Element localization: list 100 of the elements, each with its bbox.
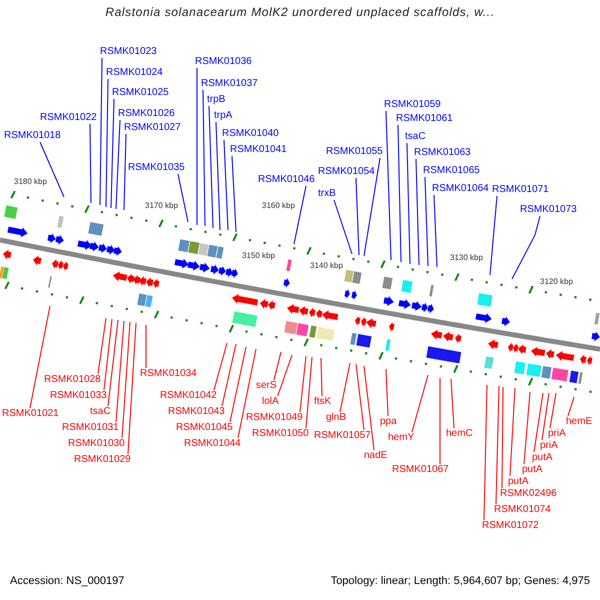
- leader-line: [230, 346, 246, 422]
- gene-label: RSMK01021: [2, 408, 59, 420]
- gene-label: RSMK01043: [168, 406, 225, 418]
- gene-label: RSMK01035: [128, 162, 185, 174]
- gene-label: RSMK01050: [252, 428, 309, 440]
- leader-line: [334, 200, 352, 254]
- tick-label: 3150 kbp: [242, 251, 275, 261]
- leader-line: [398, 124, 402, 262]
- gene-label: RSMK01031: [62, 422, 119, 434]
- gene-label: RSMK01022: [40, 112, 97, 124]
- leader-line: [300, 356, 306, 412]
- gene-label: priA: [548, 428, 566, 440]
- leader-line: [208, 106, 214, 228]
- leader-line: [484, 384, 488, 520]
- leader-line: [320, 358, 322, 396]
- leader-line: [116, 320, 124, 422]
- leader-line: [274, 352, 282, 380]
- leader-line: [232, 156, 236, 232]
- gene-label: RSMK01027: [124, 122, 181, 134]
- gene-label: tsaC: [405, 131, 426, 143]
- tick-label: 3120 kbp: [540, 277, 573, 287]
- leader-line: [294, 186, 306, 244]
- leader-line: [196, 68, 198, 226]
- gene-label: RSMK01041: [230, 144, 287, 156]
- gene-label: RSMK01061: [396, 113, 453, 125]
- leader-line: [412, 374, 428, 432]
- gene-label: RSMK01065: [423, 165, 480, 177]
- leader-line: [550, 392, 556, 428]
- gene-label: RSMK01023: [100, 46, 157, 58]
- gene-label: RSMK01034: [140, 368, 197, 380]
- gene-label: hemC: [446, 428, 473, 440]
- gene-label: RSMK01072: [482, 520, 539, 532]
- leader-line: [434, 194, 438, 268]
- leader-line: [40, 142, 64, 198]
- leader-line: [416, 158, 420, 266]
- gene-label: nadE: [364, 450, 388, 462]
- gene-label: RSMK01049: [246, 412, 303, 424]
- gene-label: RSMK01025: [112, 87, 169, 99]
- gene-label: RSMK01046: [258, 174, 315, 186]
- leader-line: [568, 396, 574, 416]
- gene-label: trpB: [207, 94, 226, 106]
- leader-line: [406, 142, 410, 264]
- gene-label: serS: [256, 380, 277, 392]
- gene-label: RSMK01030: [68, 438, 125, 450]
- leader-line: [496, 386, 500, 504]
- leader-line: [510, 388, 516, 476]
- leader-line: [356, 178, 360, 256]
- leader-line: [238, 348, 256, 438]
- leader-line: [524, 392, 530, 464]
- gene-label: trpA: [214, 110, 232, 122]
- leader-line: [30, 306, 50, 408]
- gene-label: ftsK: [314, 396, 332, 408]
- leader-line: [106, 78, 108, 208]
- gene-label: hemE: [566, 416, 592, 428]
- footer-text: Topology: linear; Length: 5,964,607 bp; Genes: 4,975: [330, 575, 590, 588]
- leader-line: [116, 120, 120, 210]
- leader-line: [512, 216, 540, 280]
- leader-line: [108, 320, 118, 406]
- gene-label: putA: [522, 464, 543, 476]
- gene-label: RSMK01028: [44, 374, 101, 386]
- leader-line: [534, 392, 544, 452]
- leader-line: [542, 392, 550, 440]
- leader-line: [224, 140, 228, 230]
- gene-label: RSMK01057: [314, 430, 371, 442]
- gene-label: RSMK01044: [184, 438, 241, 450]
- leader-line: [364, 158, 380, 256]
- gene-label: RSMK01067: [392, 464, 449, 476]
- leader-line: [306, 356, 312, 428]
- leader-line: [490, 196, 498, 276]
- gene-label: RSMK01074: [494, 504, 551, 516]
- leader-line: [386, 110, 392, 260]
- gene-label: RSMK01018: [4, 130, 61, 142]
- leader-line: [124, 134, 126, 210]
- leader-line: [277, 354, 292, 396]
- gene-label: RSMK01036: [195, 56, 252, 68]
- tick-label: 3180 kbp: [14, 177, 47, 187]
- gene-label: priA: [540, 440, 558, 452]
- leader-line: [122, 322, 130, 438]
- leader-line: [98, 318, 106, 374]
- gene-label: RSMK01063: [414, 147, 471, 159]
- leader-line: [502, 386, 504, 488]
- gene-label: RSMK01037: [201, 78, 258, 90]
- gene-label: putA: [508, 476, 529, 488]
- tick-label: 3140 kbp: [310, 261, 343, 271]
- leader-line: [450, 378, 454, 428]
- gene-label: glnB: [326, 412, 346, 424]
- gene-label: trxB: [318, 188, 336, 200]
- leader-line: [386, 368, 388, 416]
- gene-label: putA: [532, 452, 553, 464]
- tick-label: 3160 kbp: [262, 201, 295, 211]
- leader-line: [104, 318, 112, 390]
- footer-text: Accession: NS_000197: [10, 575, 124, 588]
- gene-label: hemY: [388, 432, 414, 444]
- gene-label: RSMK01026: [118, 108, 175, 120]
- gene-label: RSMK01040: [222, 128, 279, 140]
- leader-line: [364, 366, 374, 450]
- gene-label: RSMK01071: [492, 184, 549, 196]
- gene-label: RSMK01054: [318, 166, 375, 178]
- gene-label: RSMK01059: [384, 99, 441, 111]
- gene-label: tsaC: [90, 406, 111, 418]
